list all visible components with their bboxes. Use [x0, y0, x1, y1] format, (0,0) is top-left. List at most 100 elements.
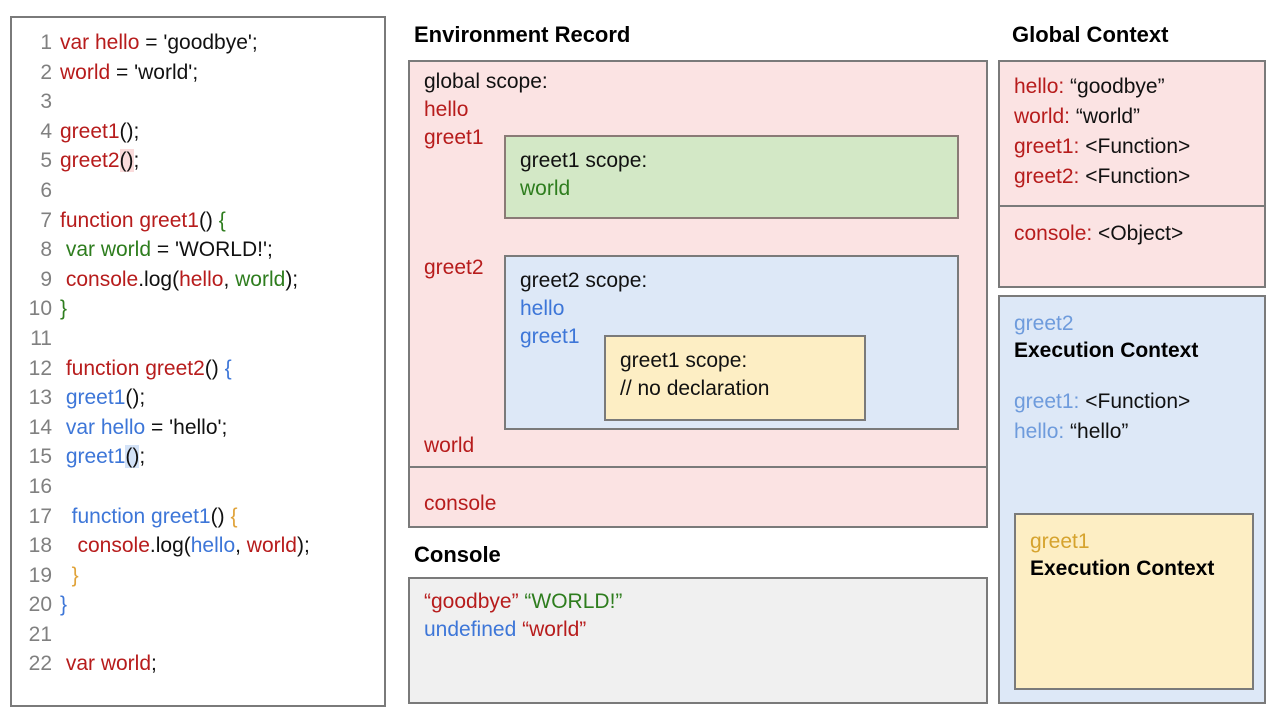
global-context-box: hello: “goodbye” world: “world” greet1: <F…	[998, 60, 1266, 288]
environment-record-global-scope: global scope: hello greet1 greet2 world …	[410, 62, 986, 468]
er-binding-greet1: greet1	[424, 126, 484, 149]
console-token: “WORLD!”	[524, 590, 623, 613]
variable-value: “goodbye”	[1064, 75, 1165, 98]
variable-value: <Function>	[1079, 165, 1191, 188]
line-number: 4	[40, 119, 52, 143]
code-line-text: var hello = 'goodbye';	[60, 28, 258, 58]
code-token: {	[218, 208, 226, 232]
greet2-ec-name: greet2	[1014, 312, 1074, 335]
line-number: 7	[40, 208, 52, 232]
code-token: ()	[198, 208, 219, 232]
greet2-ec-subtitle: Execution Context	[1014, 339, 1199, 362]
code-line[interactable]: 19 }	[12, 561, 384, 591]
environment-record-title: Environment Record	[414, 22, 631, 47]
code-line[interactable]: 22 var world;	[12, 649, 384, 679]
greet1-scope-entry-world: world	[520, 177, 571, 200]
line-number: 10	[28, 297, 52, 321]
code-line[interactable]: 12 function greet2() {	[12, 354, 384, 384]
code-token: console	[60, 267, 139, 291]
code-token: function greet1	[60, 504, 211, 528]
line-number: 20	[28, 593, 52, 617]
code-line[interactable]: 10}	[12, 294, 384, 324]
greet2-scope-title: greet2 scope:	[520, 269, 648, 292]
code-token: .log(	[138, 267, 180, 291]
line-number: 6	[40, 178, 52, 202]
global-context-variables: hello: “goodbye” world: “world” greet1: <F…	[1000, 62, 1264, 207]
variable-key: greet2:	[1014, 165, 1080, 188]
code-token: ,	[223, 267, 236, 291]
code-token: }	[60, 563, 79, 587]
nested-greet1-scope-box: greet1 scope: // no declaration	[604, 335, 866, 421]
code-line[interactable]: 9 console.log(hello, world);	[12, 265, 384, 295]
code-line[interactable]: 20}	[12, 590, 384, 620]
code-line[interactable]: 8 var world = 'WORLD!';	[12, 235, 384, 265]
code-line[interactable]: 16	[12, 472, 384, 502]
global-context-variable-row: hello: “goodbye”	[1014, 72, 1264, 102]
greet2-scope-entry-greet1: greet1	[520, 325, 580, 348]
global-context-object-row: console: <Object>	[1014, 219, 1264, 249]
code-token: }	[60, 593, 68, 617]
greet2-scope-entry-hello: hello	[520, 297, 565, 320]
line-number: 12	[28, 356, 52, 380]
code-token: = 'world';	[110, 60, 199, 84]
nested-greet1-scope-title: greet1 scope:	[620, 349, 748, 372]
code-line[interactable]: 18 console.log(hello, world);	[12, 531, 384, 561]
code-token: function greet1	[60, 208, 199, 232]
code-token: {	[224, 356, 232, 380]
line-number: 15	[28, 445, 52, 469]
greet2-ec-variables: greet1: <Function>hello: “hello”	[1014, 387, 1264, 447]
code-token: world	[235, 267, 286, 291]
global-context-title: Global Context	[1012, 22, 1169, 47]
greet1-execution-context-box: greet1 Execution Context	[1014, 513, 1254, 690]
code-line[interactable]: 17 function greet1() {	[12, 502, 384, 532]
code-line[interactable]: 13 greet1();	[12, 383, 384, 413]
code-line[interactable]: 14 var hello = 'hello';	[12, 413, 384, 443]
console-token: undefined	[424, 618, 517, 641]
code-token: );	[285, 267, 299, 291]
code-token: var hello	[60, 31, 140, 54]
line-number: 22	[28, 652, 52, 676]
line-number: 16	[28, 474, 52, 498]
code-token: hello	[190, 534, 236, 558]
line-number: 19	[28, 563, 52, 587]
variable-value: “world”	[1070, 105, 1141, 128]
code-line-text: console.log(hello, world);	[60, 265, 298, 295]
environment-record-box: global scope: hello greet1 greet2 world …	[408, 60, 988, 528]
code-line[interactable]: 11	[12, 324, 384, 354]
code-token: = 'WORLD!';	[151, 238, 273, 262]
line-number: 5	[40, 149, 52, 173]
code-line-text: function greet2() {	[60, 354, 232, 384]
code-line[interactable]: 6	[12, 176, 384, 206]
variable-value: <Function>	[1079, 390, 1191, 413]
console-output-box[interactable]: “goodbye” “WORLD!”undefined “world”	[408, 577, 988, 704]
code-token: ;	[133, 149, 140, 173]
variable-key: greet1:	[1014, 135, 1080, 158]
variable-key: greet1:	[1014, 390, 1080, 413]
code-line[interactable]: 3	[12, 87, 384, 117]
console-line: undefined “world”	[424, 616, 986, 644]
variable-key: world:	[1014, 105, 1071, 128]
variable-value: <Function>	[1079, 135, 1191, 158]
er-binding-console: console	[424, 492, 497, 515]
greet2-execution-context-box: greet2 Execution Context greet1: <Functi…	[998, 295, 1266, 704]
code-token: hello	[179, 267, 224, 291]
code-line-text: var world;	[60, 649, 157, 679]
code-line[interactable]: 21	[12, 620, 384, 650]
code-token: world	[60, 60, 111, 84]
code-line-text: console.log(hello, world);	[60, 531, 310, 561]
code-token: ;	[139, 445, 146, 469]
code-line-text: function greet1() {	[60, 502, 238, 532]
code-line[interactable]: 15 greet1();	[12, 442, 384, 472]
variable-value: <Object>	[1092, 222, 1184, 245]
code-token: var hello	[60, 415, 146, 439]
code-token: console	[60, 534, 150, 558]
code-line[interactable]: 7 function greet1() {	[12, 206, 384, 236]
code-token: greet1	[60, 386, 126, 410]
line-number: 21	[28, 622, 52, 646]
code-token: greet1	[60, 119, 120, 143]
